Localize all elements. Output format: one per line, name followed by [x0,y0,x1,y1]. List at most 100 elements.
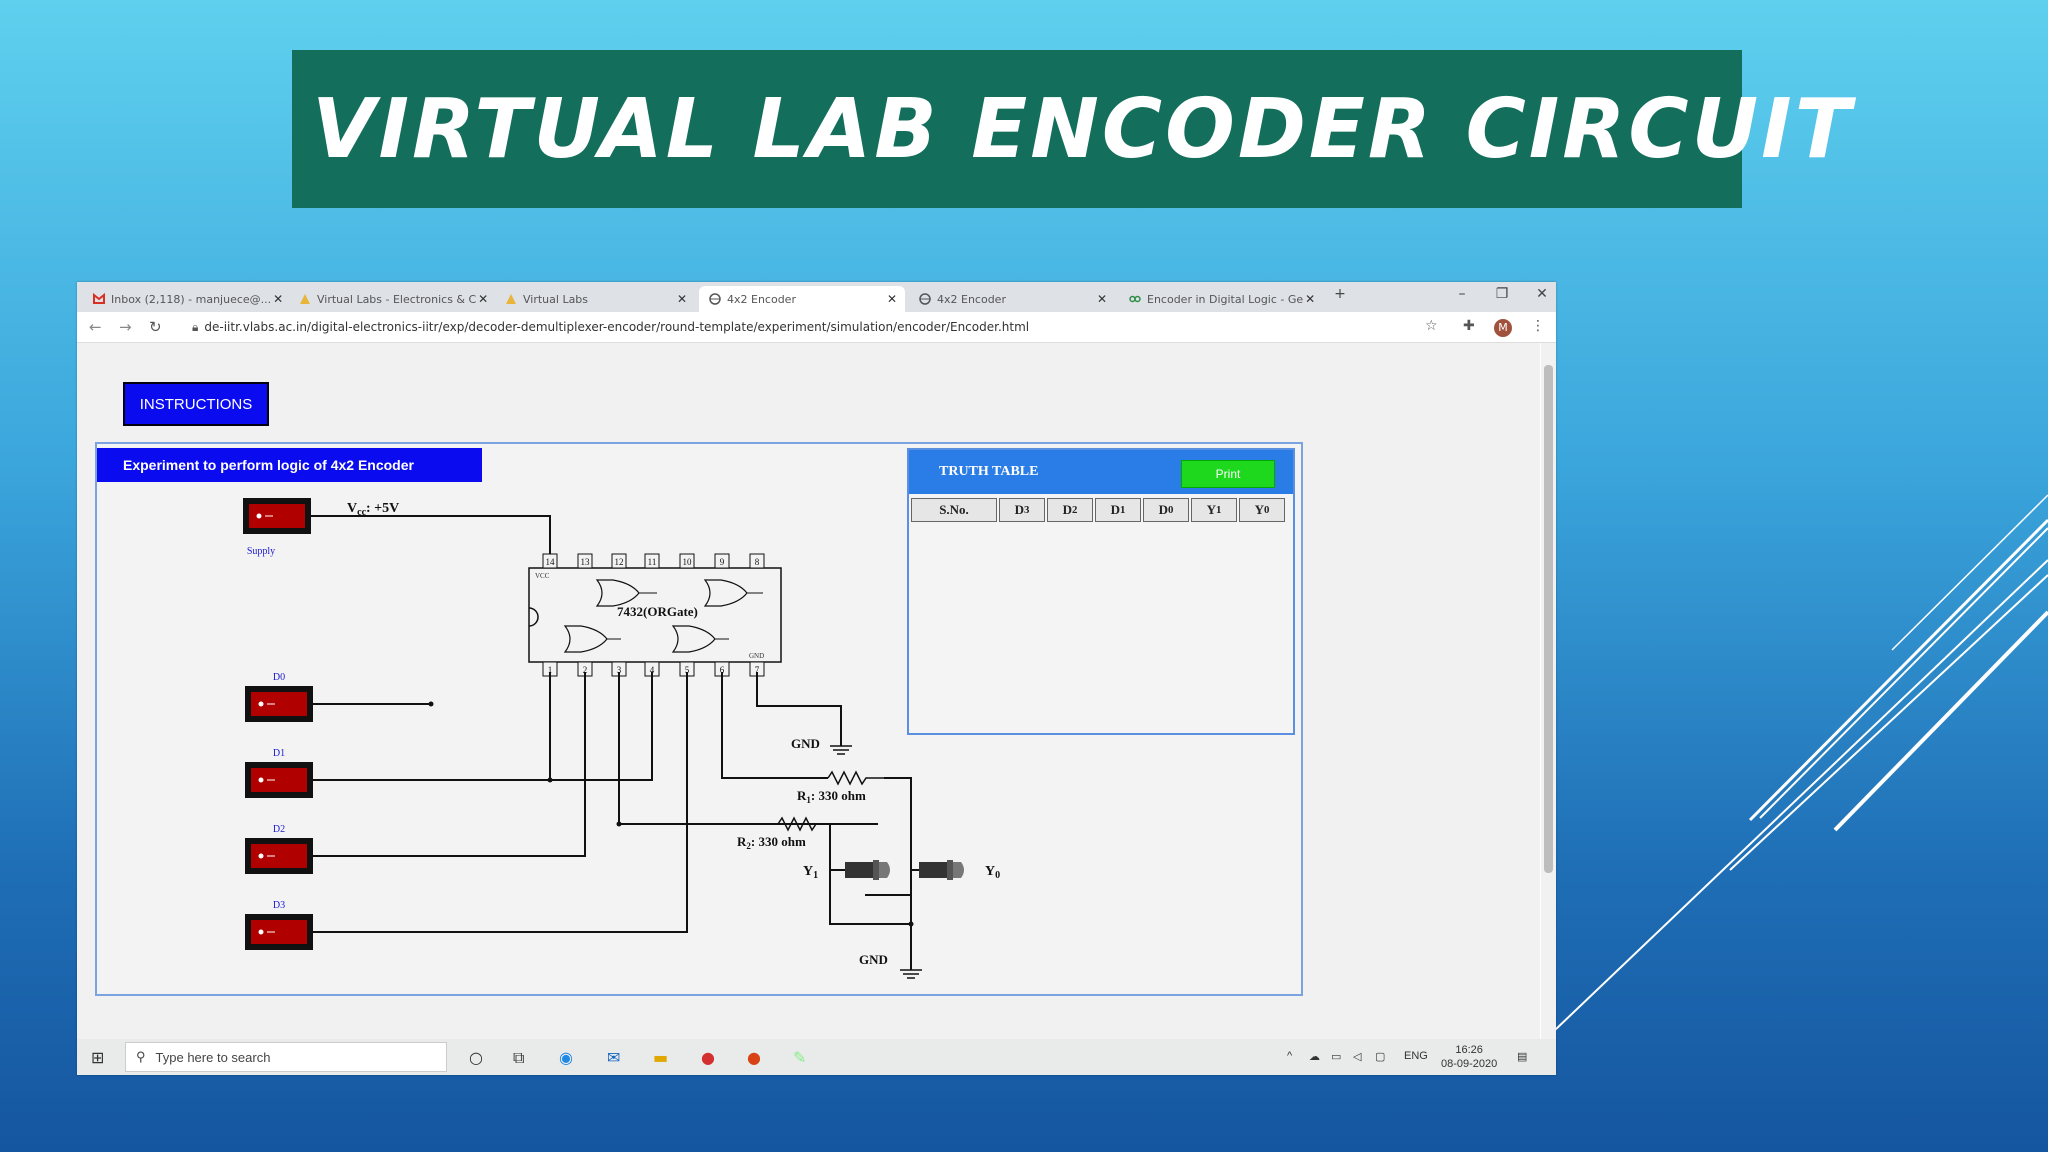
switch-d1[interactable] [245,762,313,798]
taskbar-search[interactable]: ⚲ Type here to search [125,1042,447,1072]
reload-icon[interactable]: ↻ [149,318,162,336]
search-icon: ⚲ [136,1049,146,1064]
truth-table-header: TRUTH TABLE Print [909,450,1293,494]
clock-date: 08-09-2020 [1441,1058,1498,1070]
r2-label: R2: 330 ohm [737,834,806,851]
chip-pin-label: 14 [546,557,556,567]
tray-chevron-icon[interactable]: ^ [1287,1050,1293,1062]
url-text: de-iitr.vlabs.ac.in/digital-electronics-… [204,320,1030,334]
tab-4x2-encoder[interactable]: 4x2 Encoder ✕ [909,286,1115,312]
tab-bar: Inbox (2,118) - manjuece@... ✕ Virtual L… [77,282,1556,312]
chip-pin [644,553,660,569]
globe-icon [919,293,931,305]
chip-pin-label: 6 [720,665,725,675]
paint-icon[interactable]: ✎ [793,1048,807,1067]
notifications-icon[interactable]: ▤ [1517,1051,1528,1063]
tab-label: Virtual Labs [523,292,589,306]
avatar[interactable]: M [1494,319,1512,337]
chip-pin-label: 8 [755,557,760,567]
switch-d3-label: D3 [273,900,285,911]
close-tab-icon[interactable]: ✕ [1305,292,1316,306]
chip-pin-label: 10 [683,557,693,567]
y1-label: Y1 [803,864,818,881]
tray-cloud-icon[interactable]: ☁ [1309,1051,1320,1063]
forward-icon[interactable]: → [119,318,132,336]
back-icon[interactable]: ← [89,318,102,336]
minimize-icon[interactable]: – [1458,286,1466,302]
mail-icon[interactable]: ✉ [607,1048,621,1067]
globe-icon [709,293,721,305]
close-tab-icon[interactable]: ✕ [886,292,898,306]
y0-label: Y0 [985,864,1000,881]
close-window-icon[interactable]: ✕ [1536,286,1548,302]
volume-icon[interactable]: ◁ [1353,1051,1362,1063]
page-content: INSTRUCTIONS Experiment to perform logic… [77,343,1540,1039]
led-y1 [845,860,890,880]
windows-start-icon[interactable]: ⊞ [91,1048,105,1067]
clock[interactable]: 16:26 08-09-2020 [1441,1043,1497,1071]
ground-icon [900,969,922,979]
chip-7432: 7432(ORGate) VCC GND [528,567,782,663]
tab-label: Inbox (2,118) - manjuece@... [111,292,272,306]
lab-panel: Experiment to perform logic of 4x2 Encod… [95,442,1303,996]
chip-pin-label: 13 [581,557,591,567]
tab-gmail[interactable]: Inbox (2,118) - manjuece@... ✕ [83,286,283,312]
url-field[interactable]: 🔒︎de-iitr.vlabs.ac.in/digital-electronic… [192,320,1029,335]
edge-icon[interactable]: ◉ [559,1048,573,1067]
battery-icon[interactable]: ▭ [1331,1051,1342,1063]
language-indicator[interactable]: ENG [1404,1050,1428,1062]
close-tab-icon[interactable]: ✕ [1096,292,1108,306]
search-placeholder: Type here to search [155,1049,271,1065]
cortana-icon[interactable]: ○ [469,1048,483,1067]
geeks-icon [1129,295,1141,303]
switch-d0[interactable] [245,686,313,722]
print-button[interactable]: Print [1181,460,1275,488]
tab-virtual-labs-ece[interactable]: Virtual Labs - Electronics & C ✕ [289,286,489,312]
file-explorer-icon[interactable]: ▬ [653,1048,669,1067]
bookmark-star-icon[interactable]: ☆ [1425,318,1438,334]
ground-icon [830,745,852,755]
tab-4x2-encoder-active[interactable]: 4x2 Encoder ✕ [699,286,905,312]
tab-virtual-labs[interactable]: Virtual Labs ✕ [495,286,695,312]
chip-pin-label: 3 [617,665,622,675]
switch-d2[interactable] [245,838,313,874]
taskbar: ⊞ ⚲ Type here to search ○ ⧉ ◉ ✉ ▬ ● ● ✎ … [77,1039,1556,1075]
gmail-icon [93,292,105,304]
restore-icon[interactable]: ❐ [1495,286,1509,302]
circuit-diagram: Supply Vcc: +5V 7432(ORGate) VCC GND [243,498,1000,979]
chip-label: 7432(ORGate) [617,604,698,619]
close-tab-icon[interactable]: ✕ [273,292,284,306]
vertical-scrollbar[interactable] [1541,343,1556,1039]
supply-switch[interactable] [243,498,311,534]
chip-pin-label: 5 [685,665,690,675]
new-tab-icon[interactable]: + [1334,286,1346,302]
tab-label: 4x2 Encoder [727,292,796,306]
task-view-icon[interactable]: ⧉ [513,1048,525,1067]
chip-pin [679,553,695,569]
slide-title-banner: VIRTUAL LAB ENCODER CIRCUIT [292,50,1851,208]
chrome-icon[interactable]: ● [701,1048,715,1067]
scrollbar-thumb[interactable] [1544,365,1553,873]
chip-pin-label: 1 [548,665,553,675]
network-icon[interactable]: ▢ [1375,1051,1386,1063]
close-tab-icon[interactable]: ✕ [478,292,489,306]
menu-icon[interactable]: ⋮ [1531,318,1545,334]
powerpoint-icon[interactable]: ● [747,1048,761,1067]
switch-d3[interactable] [245,914,313,950]
close-tab-icon[interactable]: ✕ [676,292,688,306]
chip-pin-label: 11 [648,557,657,567]
gnd2-label: GND [859,952,888,967]
chip-pin-label: 4 [650,665,655,675]
switch-d2-label: D2 [273,824,285,835]
extensions-icon[interactable]: ✚ [1463,318,1475,334]
wires [313,672,912,970]
instructions-button[interactable]: INSTRUCTIONS [123,382,269,426]
tab-geeks[interactable]: Encoder in Digital Logic - Ge ✕ [1119,286,1319,312]
